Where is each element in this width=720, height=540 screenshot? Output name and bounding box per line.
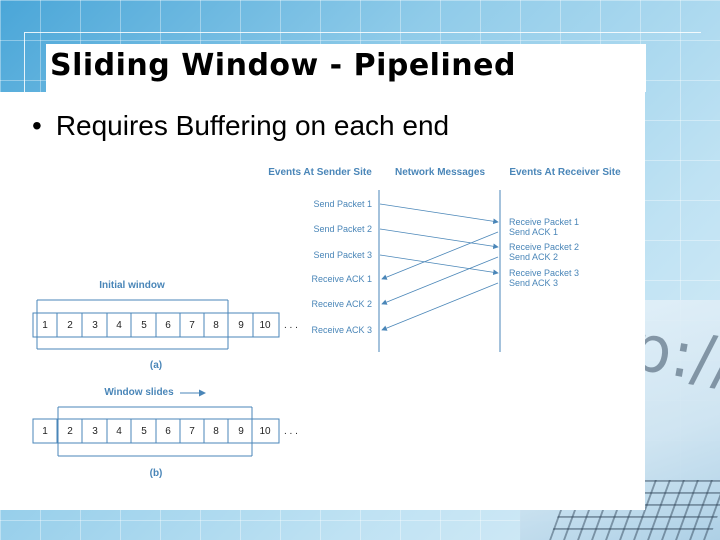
seq-cell: 7: [189, 426, 195, 437]
ack-arrow: [381, 256, 499, 305]
seq-cell: 8: [213, 320, 219, 331]
seq-cell: 5: [141, 320, 147, 331]
bullet-text: Requires Buffering on each end: [55, 110, 450, 141]
caption-a: (a): [150, 360, 162, 371]
seq-cell: 6: [165, 426, 171, 437]
sender-header: Events At Sender Site: [268, 167, 372, 178]
sender-event: Send Packet 3: [313, 250, 372, 260]
sender-event: Receive ACK 1: [311, 274, 372, 284]
sender-event: Send Packet 1: [313, 199, 372, 209]
seq-cell: 3: [92, 320, 98, 331]
receiver-event: Receive Packet 3: [509, 268, 579, 278]
title-frame: [24, 32, 701, 111]
seq-cell: 3: [92, 426, 98, 437]
seq-cell: 6: [165, 320, 171, 331]
seq-ellipsis: . . .: [284, 426, 298, 437]
packet-arrow: [379, 228, 499, 250]
seq-cell: 4: [116, 426, 122, 437]
window-slides-label: Window slides: [104, 387, 174, 398]
slide-title: Sliding Window - Pipelined: [50, 48, 516, 83]
seq-cell: 8: [213, 426, 219, 437]
network-header: Network Messages: [395, 167, 485, 178]
bullet-item: • Requires Buffering on each end: [32, 110, 449, 142]
cells-a: [56, 313, 254, 337]
seq-cell: 2: [67, 320, 73, 331]
initial-window-label: Initial window: [99, 280, 165, 291]
seq-cell: 1: [42, 426, 48, 437]
seq-cell: 7: [189, 320, 195, 331]
title-box: [46, 44, 646, 92]
receiver-event: Send ACK 3: [509, 278, 558, 288]
sender-event: Receive ACK 2: [311, 299, 372, 309]
receiver-header: Events At Receiver Site: [509, 167, 621, 178]
ack-arrow: [381, 231, 499, 280]
seq-cell: 5: [141, 426, 147, 437]
seq-cell: 4: [116, 320, 122, 331]
bullet-symbol: •: [32, 110, 42, 141]
seq-cell: 10: [259, 426, 271, 437]
packet-arrow: [379, 254, 499, 276]
receiver-event: Receive Packet 1: [509, 217, 579, 227]
ack-arrow: [381, 282, 499, 331]
seq-cell: 9: [238, 320, 244, 331]
seq-ellipsis: . . .: [284, 320, 298, 331]
sender-event: Receive ACK 3: [311, 325, 372, 335]
sender-event: Send Packet 2: [313, 224, 372, 234]
receiver-event: Receive Packet 2: [509, 242, 579, 252]
seq-cell: 10: [259, 320, 271, 331]
caption-b: (b): [150, 468, 163, 479]
seq-cell: 9: [238, 426, 244, 437]
seq-cell: 1: [42, 320, 48, 331]
receiver-event: Send ACK 2: [509, 252, 558, 262]
seq-cell: 2: [67, 426, 73, 437]
receiver-event: Send ACK 1: [509, 227, 558, 237]
cells-b: [56, 419, 229, 443]
packet-arrow: [379, 203, 499, 225]
